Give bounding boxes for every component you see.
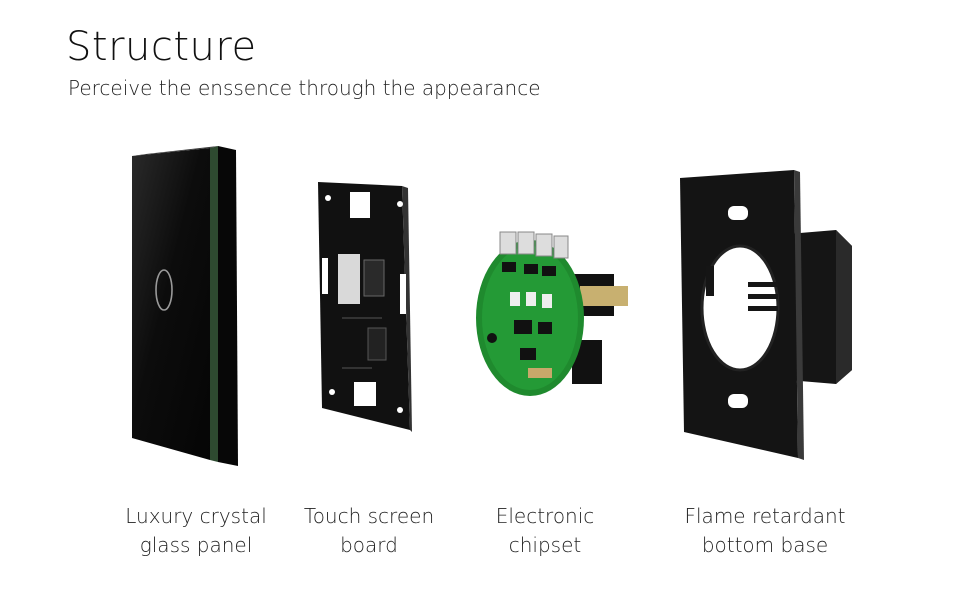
touch-board-image <box>318 182 412 432</box>
caption-touch-board: Touch screen board <box>294 502 444 560</box>
caption-chipset: Electronic chipset <box>475 502 615 560</box>
caption-bottom-base-line2: bottom base <box>701 533 829 557</box>
caption-chipset-line1: Electronic <box>495 504 595 528</box>
page-subtitle: Perceive the enssence through the appear… <box>68 76 541 100</box>
caption-glass-panel: Luxury crystal glass panel <box>116 502 276 560</box>
caption-bottom-base-line1: Flame retardant <box>684 504 846 528</box>
caption-glass-panel-line2: glass panel <box>139 533 253 557</box>
caption-chipset-line2: chipset <box>508 533 582 557</box>
caption-touch-board-line1: Touch screen <box>303 504 435 528</box>
chipset-image <box>476 231 628 396</box>
caption-glass-panel-line1: Luxury crystal <box>125 504 267 528</box>
page-title: Structure <box>66 24 257 70</box>
caption-touch-board-line2: board <box>340 533 398 557</box>
glass-panel-image <box>132 146 238 466</box>
bottom-base-image <box>680 170 852 460</box>
caption-bottom-base: Flame retardant bottom base <box>680 502 850 560</box>
